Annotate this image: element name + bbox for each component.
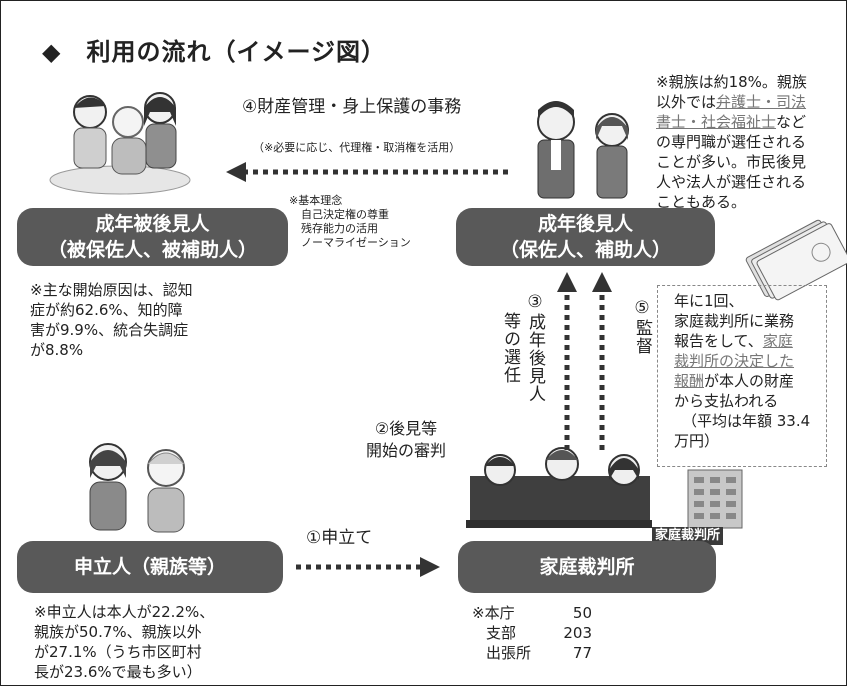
judgment-label-line1: ②後見等 (374, 419, 438, 438)
guardian-illustration (537, 101, 629, 199)
court-box-label: 家庭裁判所 (539, 556, 635, 578)
principle-3: ノーマライゼーション (301, 236, 411, 249)
principles-heading: ※基本理念 (289, 194, 343, 207)
report-note: 年に1回、 家庭裁判所に業務 報告をして、家庭 裁判所の決定した 報酬が本人の財… (674, 292, 811, 450)
fee-underlined-1: 家庭 (762, 332, 793, 350)
arrow-petition-head (420, 557, 440, 577)
duties-sublabel: （※必要に応じ、代理権・取消権を活用） (253, 141, 461, 154)
judgment-label: ②後見等 開始の審判 (366, 418, 446, 462)
selection-label-col1: ③成年後見人 (525, 292, 545, 403)
petitioner-box: 申立人（親族等） (17, 541, 283, 593)
supervision-label: ⑤監督 (632, 298, 652, 355)
professions-underlined-2: 書士・社会福祉士 (656, 113, 777, 131)
principle-1: 自己決定権の尊重 (301, 208, 389, 221)
ward-box-subtitle: （被保佐人、被補助人） (47, 239, 257, 261)
petitioner-note: ※申立人は本人が22.2%、 親族が50.7%、親族以外 が27.1%（うち市区… (34, 603, 215, 681)
petitioner-box-label: 申立人（親族等） (73, 556, 226, 578)
arrow-duties-head (226, 162, 246, 182)
ward-box: 成年被後見人 （被保佐人、被補助人） (17, 208, 288, 266)
arrow-supervision-head (592, 272, 612, 292)
professions-underlined-1: 弁護士・司法 (716, 93, 807, 111)
guardian-note: ※親族は約18%。親族 以外では弁護士・司法 書士・社会福祉士など の専門職が選… (656, 73, 807, 211)
ward-cause-note: ※主な開始原因は、認知 症が約62.6%、知的障 害が9.9%、統合失調症 が8… (30, 281, 193, 359)
ward-illustration (49, 92, 191, 195)
flow-arrows (226, 162, 612, 577)
judgment-label-line2: 開始の審判 (366, 441, 447, 460)
guardian-box: 成年後見人 （保佐人、補助人） (456, 208, 715, 266)
fee-underlined-2: 裁判所の決定した (674, 352, 795, 370)
petitioner-illustration (89, 443, 185, 533)
principle-2: 残存能力の活用 (301, 222, 378, 235)
court-illustration (466, 447, 743, 529)
duties-label: ④財産管理・身上保護の事務 (242, 97, 462, 117)
arrow-selection-head (557, 272, 577, 292)
page-title: ◆ 利用の流れ（イメージ図） (42, 38, 386, 66)
report-note-box (657, 285, 827, 467)
guardian-box-subtitle: （保佐人、補助人） (499, 239, 671, 261)
fee-underlined-3: 報酬 (674, 372, 705, 390)
principles-note: ※基本理念 自己決定権の尊重 残存能力の活用 ノーマライゼーション (289, 194, 411, 250)
guardian-box-title: 成年後見人 (537, 213, 633, 235)
selection-label-col2: 等の選任 (500, 312, 520, 384)
ward-box-title: 成年被後見人 (95, 213, 210, 235)
money-illustration (745, 219, 847, 301)
court-building-sign: 家庭裁判所 (652, 527, 724, 545)
relative-percent: 約18% (713, 73, 762, 91)
court-box: 家庭裁判所 (458, 541, 716, 593)
petition-label: ①申立て (306, 528, 373, 548)
